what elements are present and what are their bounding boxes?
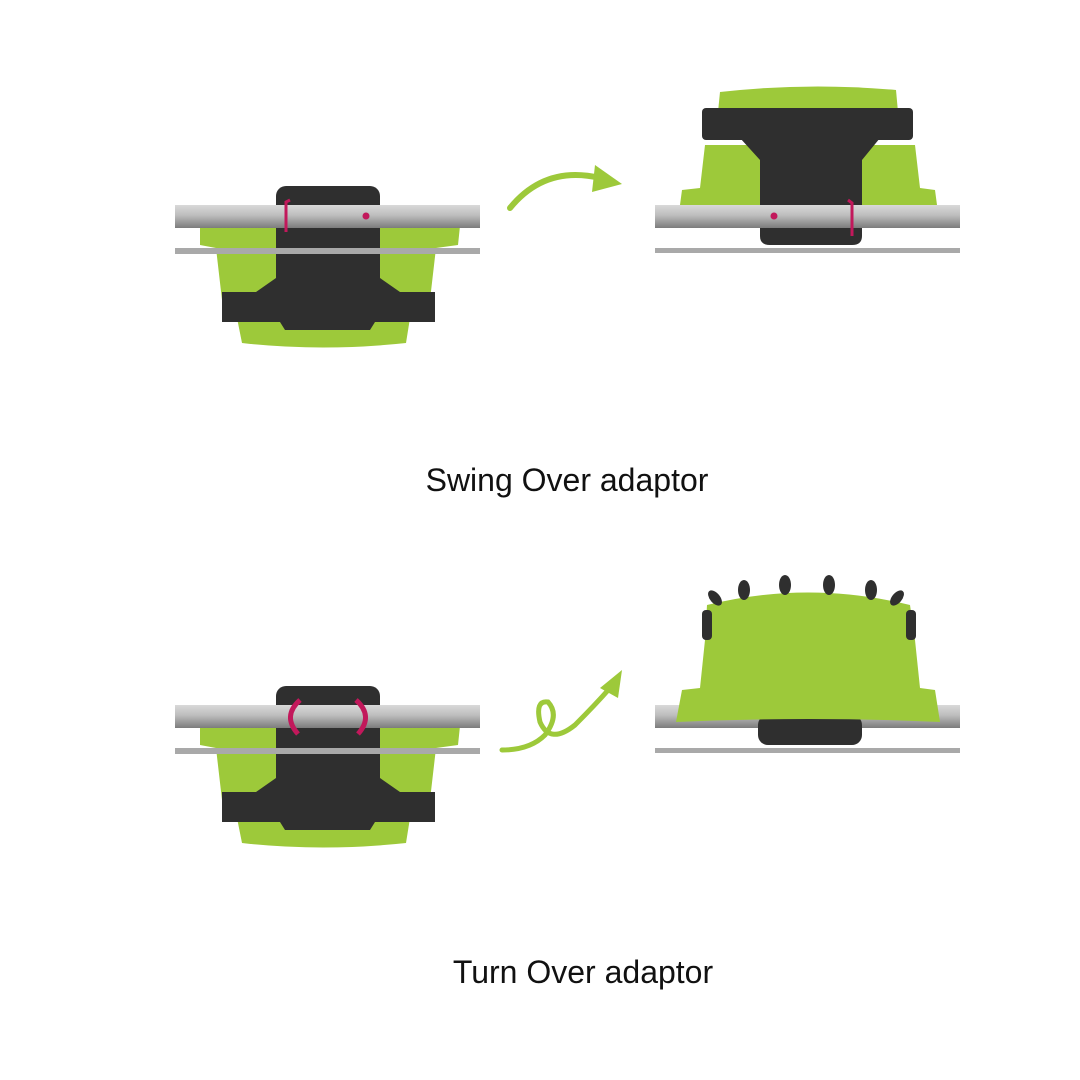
rod-top (175, 205, 480, 228)
green-top (718, 86, 898, 112)
dark-flange (702, 108, 913, 140)
dark-t-body (222, 220, 435, 330)
curved-arrow-icon (507, 165, 622, 211)
rod-bottom (655, 748, 960, 753)
green-dome (676, 592, 940, 722)
dark-bottom-block (758, 715, 862, 745)
rod-top (655, 205, 960, 228)
rotate-marker-right (354, 698, 368, 736)
turn-over-after (655, 575, 960, 753)
latch-marker (284, 198, 291, 232)
caption-swing-over: Swing Over adaptor (425, 462, 709, 498)
pin-marker (770, 212, 778, 220)
rod-bottom (175, 748, 480, 754)
swing-over-before (175, 186, 480, 348)
grip-bumps (702, 575, 916, 640)
dark-t-body (222, 720, 435, 830)
loop-arrow-icon (499, 670, 622, 753)
pin-marker (362, 212, 370, 220)
turn-over-before (175, 686, 480, 848)
latch-marker (847, 198, 854, 236)
swing-over-after (655, 86, 960, 253)
rod-bottom (175, 248, 480, 254)
dark-stem (740, 138, 880, 245)
rotate-marker-left (288, 698, 302, 736)
caption-turn-over: Turn Over adaptor (452, 954, 714, 990)
rod-top (175, 705, 480, 728)
rod-bottom (655, 248, 960, 253)
